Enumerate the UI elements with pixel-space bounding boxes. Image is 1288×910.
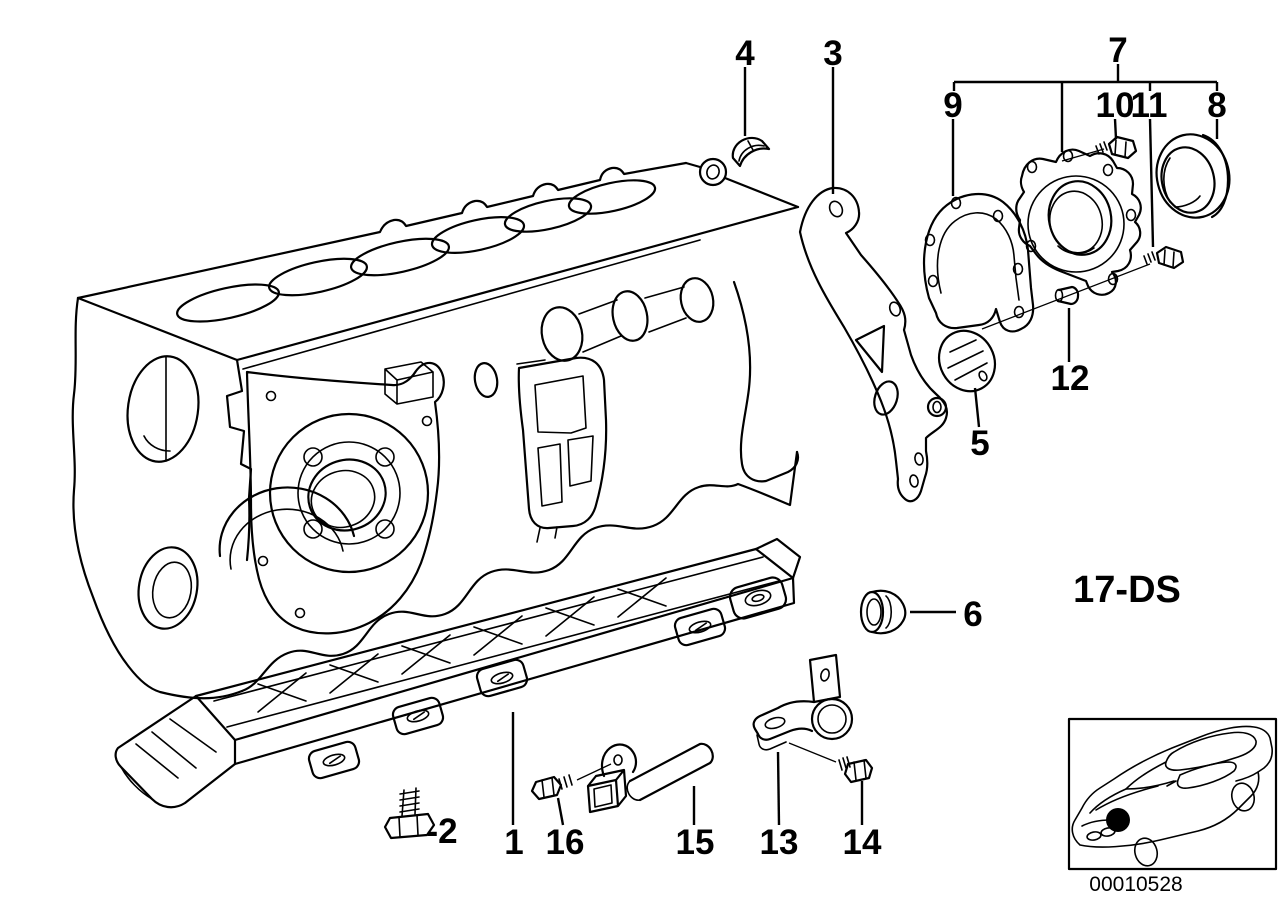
car-thumbnail xyxy=(1067,717,1278,871)
part-15-sensor-drawing xyxy=(586,742,714,814)
leader-lines xyxy=(511,64,1219,826)
callout-3[interactable]: 3 xyxy=(823,34,842,73)
callout-6[interactable]: 6 xyxy=(963,595,982,634)
part-1-bedplate-drawing xyxy=(114,537,802,809)
callout-9[interactable]: 9 xyxy=(943,86,962,125)
part-12-dowel-drawing xyxy=(1054,285,1080,306)
part-6-plug-drawing xyxy=(859,589,907,635)
assembly-axis-lines xyxy=(576,148,1151,781)
cylinder-bores xyxy=(176,179,657,323)
bedplate-x-braces xyxy=(257,577,667,713)
side-face-window-boss xyxy=(517,356,608,543)
bedplate-bolt-pads xyxy=(307,576,788,780)
part-11-bolt-drawing xyxy=(1143,245,1185,270)
callout-14[interactable]: 14 xyxy=(843,823,882,862)
callout-4[interactable]: 4 xyxy=(735,34,755,73)
deck-ring-lug xyxy=(698,157,728,187)
timing-case-opening xyxy=(268,412,430,574)
part-5-core-plug-drawing xyxy=(937,329,997,393)
front-face-oval-opening xyxy=(126,355,200,463)
crankshaft-bore xyxy=(307,458,387,532)
bmw-coupe-icon xyxy=(1071,725,1273,867)
callout-13[interactable]: 13 xyxy=(760,823,799,862)
callout-5[interactable]: 5 xyxy=(970,424,989,463)
part-2-bolt-drawing xyxy=(383,787,436,840)
callout-7-bracket xyxy=(952,80,1219,152)
engine-location-marker xyxy=(1106,808,1130,832)
part-4-thrust-washer-drawing xyxy=(731,136,771,168)
callout-11[interactable]: 11 xyxy=(1131,86,1168,125)
callout-16[interactable]: 16 xyxy=(546,823,585,862)
callout-labels: 4 3 7 9 10 11 8 12 5 6 -2 1 16 15 13 14 xyxy=(426,31,1226,862)
callout-10[interactable]: 10 xyxy=(1096,86,1135,125)
gasket-bolt-holes xyxy=(924,196,1025,319)
callout-7[interactable]: 7 xyxy=(1108,31,1127,70)
part-7-seal-housing-drawing xyxy=(1015,148,1142,296)
callout-1[interactable]: 1 xyxy=(504,823,523,862)
part-9-gasket-drawing xyxy=(923,192,1035,333)
part-10-bolt-drawing xyxy=(1095,135,1138,160)
image-number-label: 00010528 xyxy=(1089,873,1182,896)
section-code-label: 17-DS xyxy=(1073,569,1181,611)
callout-8[interactable]: 8 xyxy=(1207,86,1226,125)
part-13-bracket-drawing xyxy=(752,653,854,751)
part-3-end-cover-drawing xyxy=(798,186,949,503)
callout-12[interactable]: 12 xyxy=(1051,359,1090,398)
part-14-bolt-drawing xyxy=(838,756,874,784)
seal-housing-bolt-holes xyxy=(1025,149,1137,286)
car-thumbnail-frame xyxy=(1067,717,1278,871)
part-8-shaft-seal-drawing xyxy=(1155,133,1231,219)
lower-oval-opening xyxy=(137,546,199,630)
engine-block-drawing xyxy=(71,157,800,700)
callout-15[interactable]: 15 xyxy=(676,823,715,862)
part-16-bolt-drawing xyxy=(530,774,573,801)
callout-2[interactable]: -2 xyxy=(426,812,457,851)
